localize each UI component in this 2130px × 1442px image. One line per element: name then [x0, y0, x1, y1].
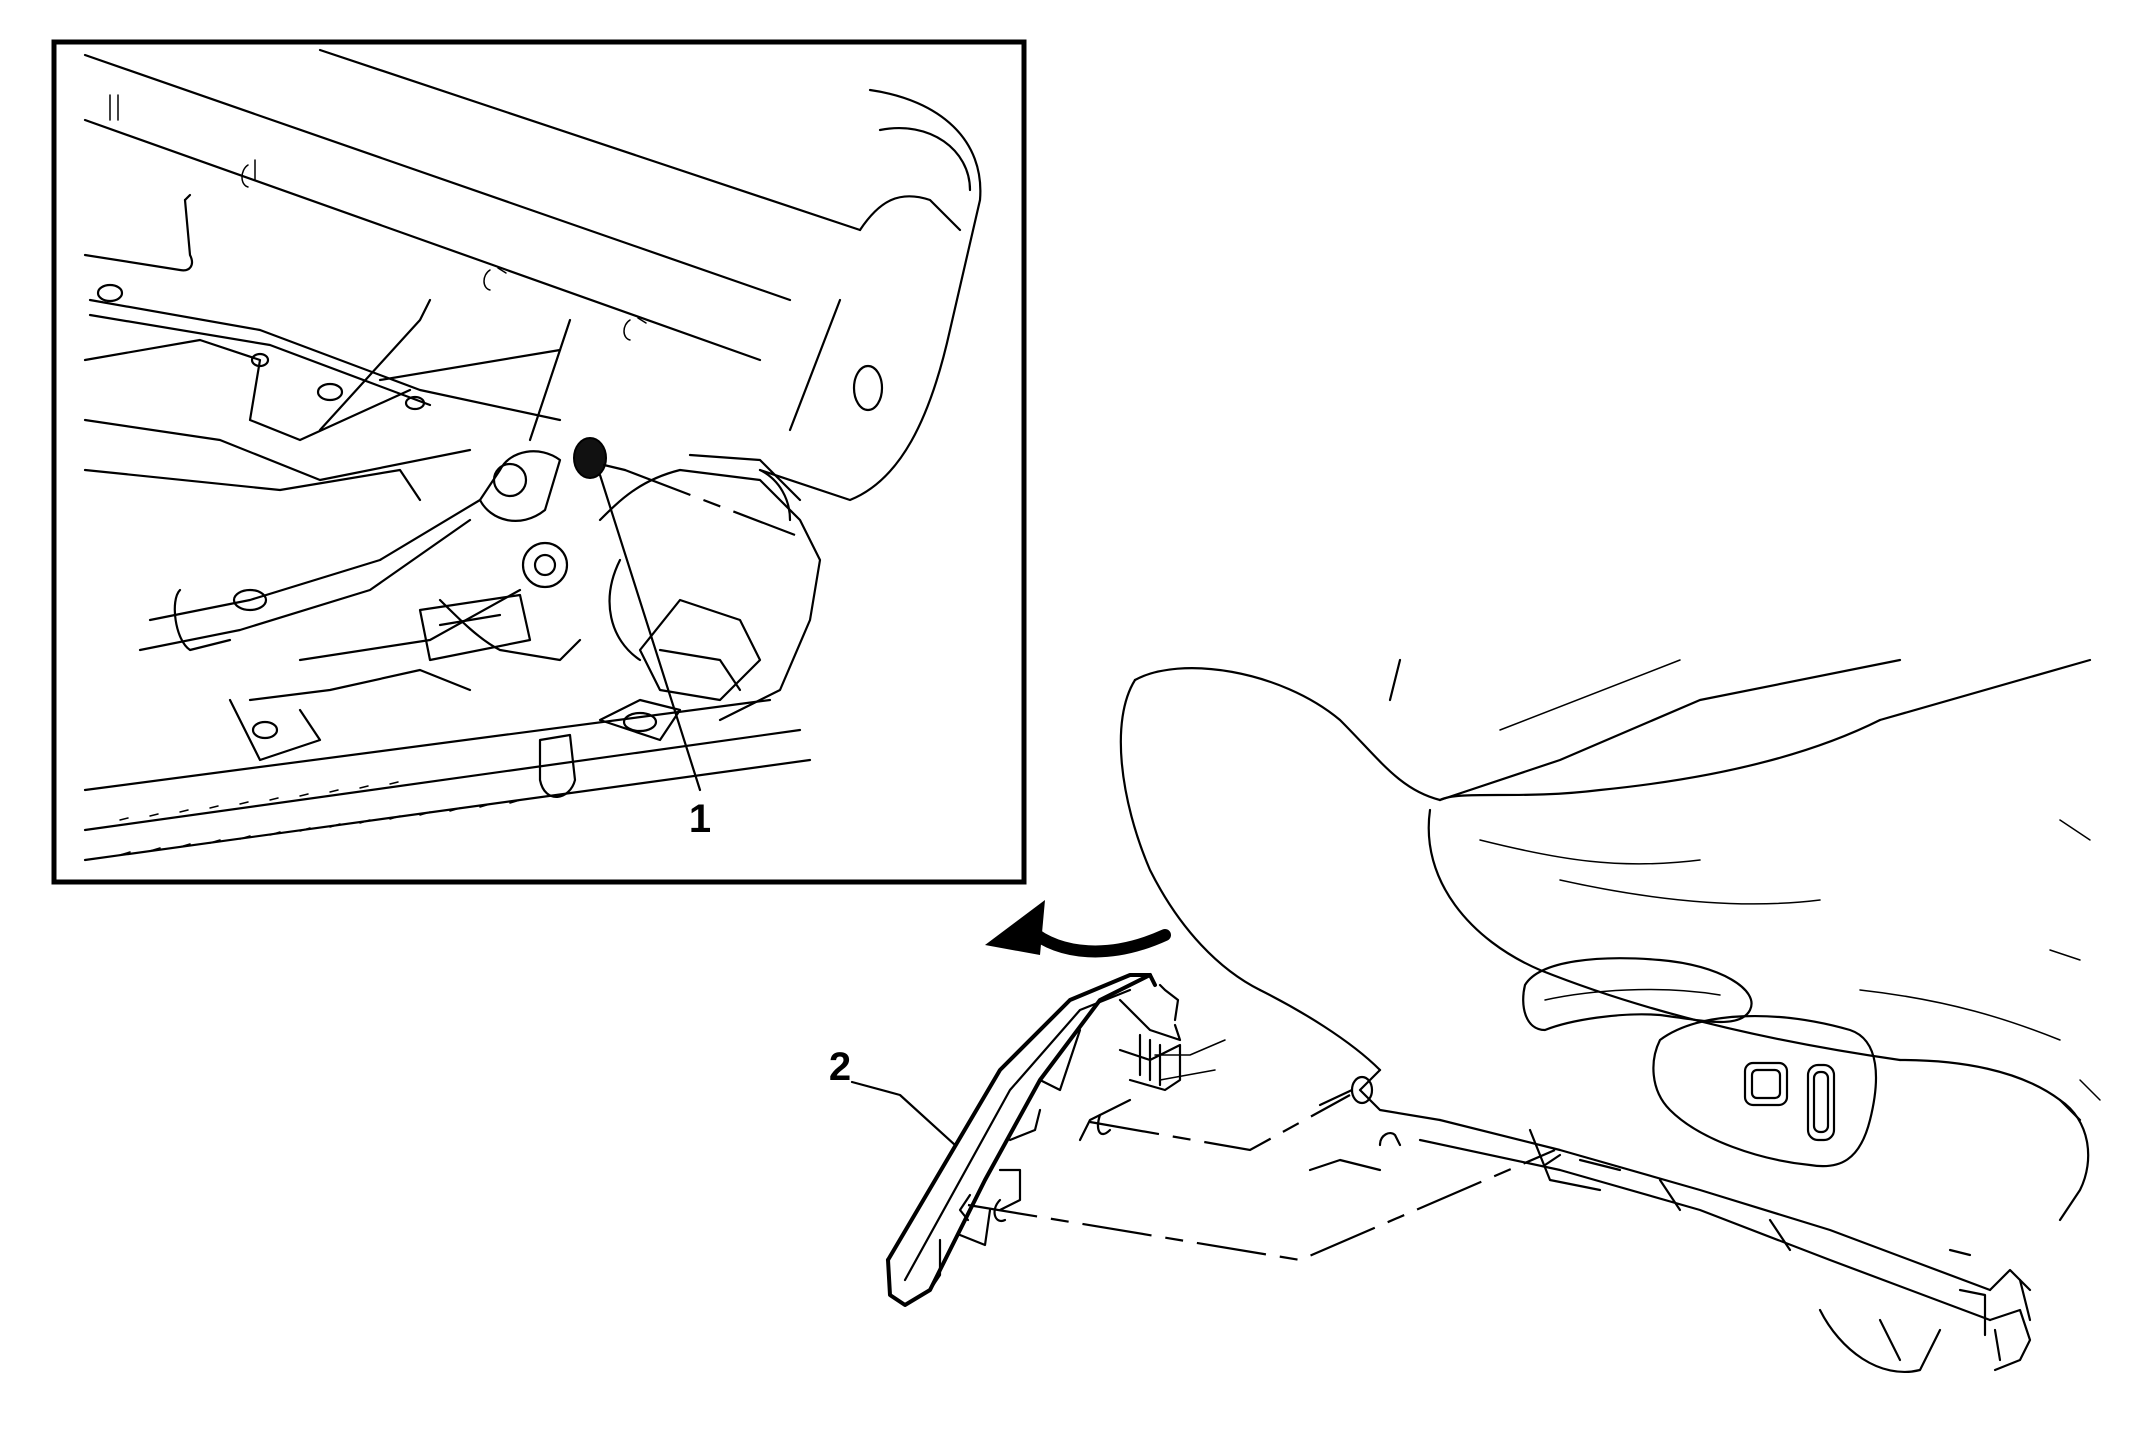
inset-bolt	[573, 437, 796, 537]
seat-frame-pins	[1318, 1075, 1562, 1167]
inset-seat-track	[83, 698, 812, 862]
seat-track	[1308, 1068, 2032, 1373]
callout-2-leader	[850, 1080, 957, 1147]
detail-inset: 1	[51, 39, 1027, 885]
inset-cushion-panel	[83, 48, 982, 502]
inset-bracket	[173, 558, 762, 762]
inset-spring-frame	[83, 193, 572, 502]
side-shield	[1522, 957, 1878, 1168]
seat-assembly	[967, 658, 2101, 1373]
side-cover	[850, 973, 1182, 1307]
callout-1-label: 1	[689, 797, 711, 841]
callout-1-leader	[598, 473, 702, 792]
removal-paths	[967, 1039, 1556, 1262]
inset-recliner-mechanism	[138, 450, 822, 722]
view-arrow	[985, 900, 1171, 958]
seat-cushion	[1119, 658, 2101, 1222]
callout-2-label: 2	[829, 1045, 851, 1089]
